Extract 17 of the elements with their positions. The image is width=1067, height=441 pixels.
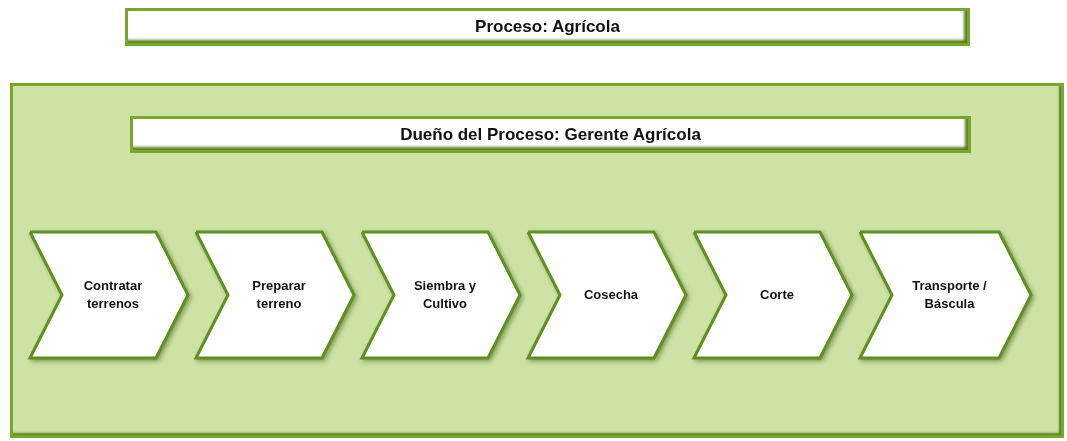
- heading-text: Proceso: Agrícola: [475, 17, 620, 37]
- heading-box: [125, 8, 970, 46]
- process-step: [858, 230, 1033, 360]
- step-label: Corte: [759, 286, 795, 304]
- process-step: [526, 230, 688, 360]
- step-label: Contratar terrenos: [82, 277, 144, 313]
- step-label: Siembra y Cultivo: [412, 277, 478, 313]
- process-step: [194, 230, 356, 360]
- heading-box: [130, 116, 971, 153]
- process-step: [28, 230, 190, 360]
- step-label: Preparar terreno: [251, 277, 307, 313]
- heading-text: Dueño del Proceso: Gerente Agrícola: [400, 124, 701, 145]
- step-label: Transporte / Báscula: [911, 277, 988, 313]
- step-label: Cosecha: [582, 286, 640, 304]
- process-step: [360, 230, 522, 360]
- panel-background: [10, 83, 1064, 438]
- process-step: [692, 230, 854, 360]
